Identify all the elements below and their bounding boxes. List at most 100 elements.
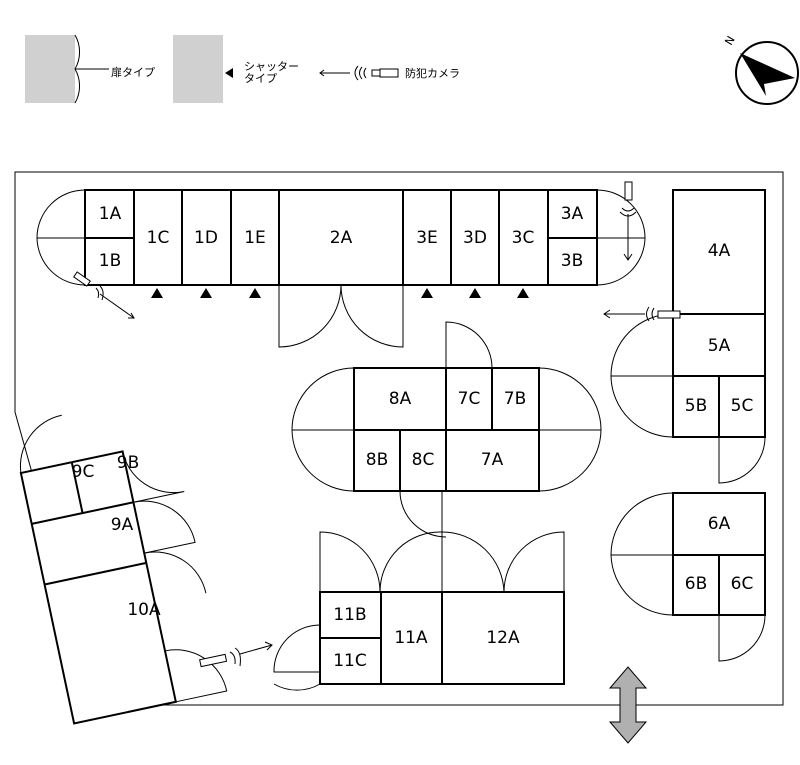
room-5a: 5A <box>708 336 731 356</box>
room-8a: 8A <box>389 389 412 409</box>
room-9b: 9B <box>117 453 139 473</box>
door-7b <box>538 367 602 431</box>
room-8b: 8B <box>366 450 388 470</box>
door-7a <box>538 429 602 492</box>
camera-ray <box>99 293 135 319</box>
room-3a: 3A <box>561 204 584 224</box>
camera-bottom-left <box>199 641 273 668</box>
room-8c: 8C <box>412 450 435 470</box>
camera-ray <box>239 644 273 655</box>
camera-right-middle <box>603 306 681 322</box>
door-11c-lower <box>273 683 321 691</box>
shutter-1c-icon <box>151 288 163 298</box>
room-6b: 6B <box>685 574 707 594</box>
door-11a-right <box>441 531 505 593</box>
camera-icon <box>73 271 91 287</box>
entrance-arrow-icon <box>608 666 648 744</box>
door-9a-lower <box>144 551 207 594</box>
room-11c: 11C <box>333 651 367 671</box>
door-7c <box>445 321 493 369</box>
room-6c: 6C <box>731 574 754 594</box>
room-3c: 3C <box>512 228 535 248</box>
legend-shutter-type: シャッター タイプ <box>173 35 299 103</box>
room-3e: 3E <box>416 228 438 248</box>
room-1e: 1E <box>244 228 266 248</box>
room-3b: 3B <box>561 251 583 271</box>
top-row: 1A 1B 1C 1D 1E 2A 3E 3D 3C 3A 3B <box>36 189 646 348</box>
compass-north-label: N <box>722 34 737 48</box>
legend-camera-label: 防犯カメラ <box>405 66 460 80</box>
compass-needle-icon <box>740 53 795 96</box>
room-11a: 11A <box>394 628 428 648</box>
camera-ray-arrow-icon <box>128 312 135 319</box>
legend-shutter-triangle-icon <box>225 68 233 78</box>
camera-ray-arrow-icon <box>264 641 273 651</box>
room-1a: 1A <box>99 204 122 224</box>
legend-door-type: 扉タイプ <box>25 34 155 104</box>
camera-top-right <box>619 181 637 261</box>
door-9a <box>133 500 196 554</box>
room-3d: 3D <box>463 228 487 248</box>
door-11a-left <box>379 531 443 593</box>
door-11c-upper <box>273 624 321 673</box>
door-8a <box>291 367 355 431</box>
center-block: 8A 7C 7B 8B 8C 7A <box>291 321 602 538</box>
room-7b: 7B <box>504 389 526 409</box>
room-2a: 2A <box>330 228 353 248</box>
shutter-3d-icon <box>469 288 481 298</box>
shutter-1e-icon <box>249 288 261 298</box>
legend-camera-waves-icon <box>354 65 367 81</box>
door-8b <box>291 429 355 492</box>
legend-door-arc-bottom <box>74 68 81 104</box>
door-12a <box>503 531 565 593</box>
door-9c <box>19 414 62 474</box>
door-3b <box>596 237 646 286</box>
door-11b <box>319 531 381 593</box>
room-12a: 12A <box>486 628 520 648</box>
room-4a: 4A <box>708 241 731 261</box>
room-1c: 1C <box>147 228 170 248</box>
door-9b <box>122 451 185 503</box>
shutter-1d-icon <box>200 288 212 298</box>
right-lower-block: 6A 6B 6C <box>610 492 766 662</box>
legend-camera-ray-arrow-icon <box>319 69 325 77</box>
camera-waves-icon <box>646 306 655 322</box>
door-8c <box>399 490 447 538</box>
legend-shutter-label-2: タイプ <box>244 72 277 85</box>
room-11b: 11B <box>333 605 366 625</box>
legend-door-arc-top <box>74 34 81 70</box>
door-1b <box>36 237 86 286</box>
door-6b <box>610 554 674 616</box>
door-2a-right <box>340 284 404 348</box>
shutter-3c-icon <box>517 288 529 298</box>
door-2a-left <box>278 284 342 348</box>
camera-waves-icon <box>95 285 104 301</box>
shutter-3e-icon <box>421 288 433 298</box>
door-1a <box>36 189 86 239</box>
legend-door-label: 扉タイプ <box>111 66 155 79</box>
camera-top-left <box>73 271 135 319</box>
camera-ray-arrow-icon <box>623 253 633 261</box>
camera-icon <box>624 181 633 201</box>
left-angled-block <box>19 414 228 725</box>
right-upper-block: 4A 5A 5B 5C <box>610 189 766 484</box>
room-7a: 7A <box>481 450 504 470</box>
room-1b: 1B <box>99 251 121 271</box>
door-6c <box>718 614 766 662</box>
legend-shutter-label-1: シャッター <box>244 60 299 73</box>
door-5b <box>610 375 674 438</box>
legend-shutter-swatch <box>173 35 223 103</box>
camera-waves-icon <box>229 647 241 667</box>
door-5a <box>610 313 674 377</box>
room-5c: 5C <box>731 396 754 416</box>
bottom-center-block: 11B 11C 11A 12A <box>273 491 565 691</box>
room-6a: 6A <box>708 514 731 534</box>
compass: N <box>722 34 799 105</box>
site-boundary <box>14 171 784 706</box>
legend-door-swatch <box>25 35 75 103</box>
legend-camera: 防犯カメラ <box>319 65 460 81</box>
legend-camera-body-icon <box>379 68 399 78</box>
camera-ray-arrow-icon <box>603 309 611 319</box>
room-1d: 1D <box>194 228 218 248</box>
